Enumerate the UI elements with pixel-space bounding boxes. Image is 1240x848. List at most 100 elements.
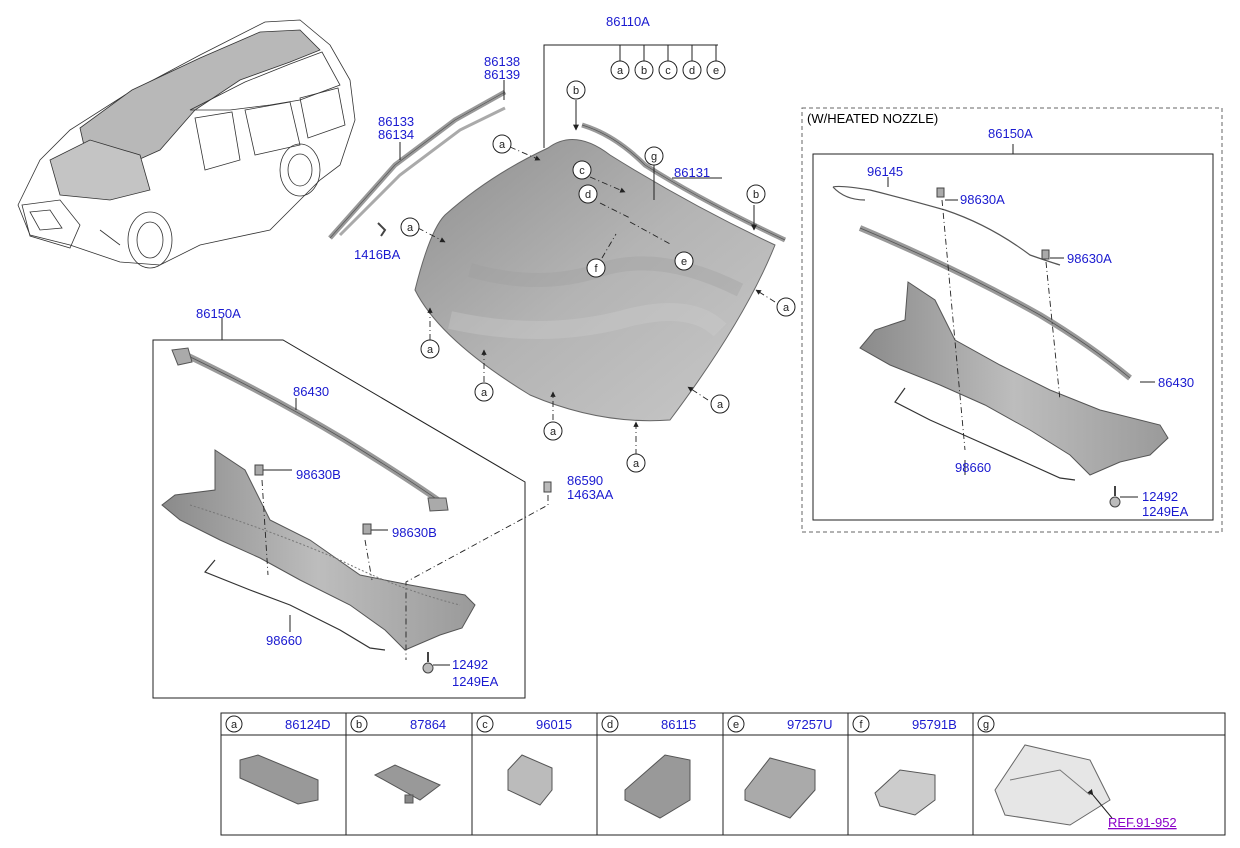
legend-letter-d: d — [607, 719, 613, 731]
legend-part-a[interactable]: 86124D — [285, 717, 331, 732]
label-86133[interactable]: 86133 — [378, 114, 414, 129]
callout-d-9: d — [578, 184, 598, 204]
legend-part-d[interactable]: 86115 — [661, 717, 696, 732]
svg-text:b: b — [753, 189, 759, 201]
nozzle-98630b-2[interactable] — [362, 523, 372, 535]
clip-1416ba[interactable] — [377, 222, 387, 237]
svg-text:d: d — [585, 189, 591, 201]
legend-header-g: g — [977, 715, 995, 733]
legend-letter-c: c — [482, 719, 488, 731]
label-heated-nozzle-header: (W/HEATED NOZZLE) — [807, 111, 938, 126]
callout-a-6: a — [492, 134, 512, 154]
legend-image-d — [624, 754, 691, 819]
label-98630a-1[interactable]: 98630A — [960, 192, 1005, 207]
label-98630b-1[interactable]: 98630B — [296, 467, 341, 482]
legend-part-e[interactable]: 97257U — [787, 717, 833, 732]
label-12492-left[interactable]: 12492 — [452, 657, 488, 672]
callout-e-13: e — [674, 251, 694, 271]
legend-image-e — [744, 757, 816, 819]
callout-a-17: a — [543, 421, 563, 441]
label-1463aa[interactable]: 1463AA — [567, 487, 614, 502]
callout-b-1: b — [634, 60, 654, 80]
label-cowl-assy-right[interactable]: 86150A — [988, 126, 1033, 141]
hose-98660-left[interactable] — [204, 559, 386, 651]
label-86134[interactable]: 86134 — [378, 127, 414, 142]
nozzle-98630b-1[interactable] — [254, 464, 264, 476]
vehicle-illustration — [17, 19, 356, 269]
label-cowl-assy-left[interactable]: 86150A — [196, 306, 241, 321]
harness-96145[interactable] — [832, 185, 1061, 266]
screw-12492-right[interactable] — [1109, 486, 1121, 508]
side-molding[interactable] — [338, 106, 506, 237]
windshield-assy-tree — [543, 44, 718, 148]
callout-f-12: f — [586, 258, 606, 278]
cowl-top-seal-left[interactable] — [171, 347, 449, 512]
bolt-86590[interactable] — [543, 481, 552, 493]
svg-text:a: a — [783, 302, 790, 314]
callout-e-4: e — [706, 60, 726, 80]
legend-letter-e: e — [733, 719, 739, 731]
label-86131[interactable]: 86131 — [674, 165, 710, 180]
callout-a-19: a — [710, 394, 730, 414]
screw-12492-left[interactable] — [422, 652, 434, 674]
label-windshield-assy[interactable]: 86110A — [606, 14, 650, 29]
legend-image-g — [994, 744, 1113, 826]
legend-headers: a 86124D b 87864 c 96015 d 86115 e 97257U f 95791B g — [225, 715, 995, 733]
nozzle-98630a-2[interactable] — [1041, 249, 1050, 260]
svg-text:a: a — [633, 458, 640, 470]
hose-98660-right[interactable] — [894, 387, 1076, 481]
legend-image-c — [507, 754, 553, 806]
windshield-leader-lines — [399, 80, 776, 455]
windshield-glass[interactable] — [414, 139, 776, 422]
upper-roof-molding[interactable] — [328, 89, 507, 240]
legend-letter-f: f — [859, 719, 863, 731]
label-98660-left[interactable]: 98660 — [266, 633, 302, 648]
svg-text:a: a — [407, 222, 414, 234]
label-1249ea-left[interactable]: 1249EA — [452, 674, 499, 689]
cowl-panel-left[interactable] — [161, 449, 476, 651]
reference-link-91-952[interactable]: REF.91-952 — [1108, 815, 1177, 830]
label-86430-right[interactable]: 86430 — [1158, 375, 1194, 390]
nozzle-98630a-1[interactable] — [936, 187, 945, 198]
legend-header-b: b 87864 — [350, 715, 446, 733]
callout-c-2: c — [658, 60, 678, 80]
label-1416ba[interactable]: 1416BA — [354, 247, 401, 262]
cowl-top-seal-right[interactable] — [858, 225, 1132, 381]
label-86590[interactable]: 86590 — [567, 473, 603, 488]
label-86430-left[interactable]: 86430 — [293, 384, 329, 399]
svg-text:a: a — [617, 65, 624, 77]
label-12492-right[interactable]: 12492 — [1142, 489, 1178, 504]
svg-text:e: e — [681, 256, 687, 268]
label-86138[interactable]: 86138 — [484, 54, 520, 69]
label-98660-right[interactable]: 98660 — [955, 460, 991, 475]
legend-image-b — [373, 764, 441, 804]
heated-nozzle-frame — [801, 107, 1223, 533]
legend-header-a: a 86124D — [225, 715, 331, 733]
legend-header-d: d 86115 — [601, 715, 696, 733]
label-98630a-2[interactable]: 98630A — [1067, 251, 1112, 266]
leader-lines-right — [887, 177, 1155, 498]
svg-text:e: e — [713, 65, 719, 77]
callout-a-18: a — [626, 453, 646, 473]
legend-part-b[interactable]: 87864 — [410, 717, 446, 732]
legend-image-f — [874, 769, 936, 816]
legend-table — [220, 712, 1226, 836]
legend-letter-g: g — [983, 719, 989, 731]
cowl-panel-right[interactable] — [859, 281, 1169, 476]
label-98630b-2[interactable]: 98630B — [392, 525, 437, 540]
callout-b-5: b — [566, 80, 586, 100]
legend-letter-a: a — [231, 719, 238, 731]
legend-part-c[interactable]: 96015 — [536, 717, 572, 732]
callout-a-14: a — [776, 297, 796, 317]
label-86139[interactable]: 86139 — [484, 67, 520, 82]
legend-image-a — [239, 754, 319, 805]
label-1249ea-right[interactable]: 1249EA — [1142, 504, 1189, 519]
label-96145[interactable]: 96145 — [867, 164, 903, 179]
callout-a-11: a — [400, 217, 420, 237]
callout-a-15: a — [420, 339, 440, 359]
legend-letter-b: b — [356, 719, 362, 731]
legend-part-f[interactable]: 95791B — [912, 717, 957, 732]
label-layer: 86110A 86138 86139 86133 86134 1416BA 86… — [196, 14, 1194, 689]
